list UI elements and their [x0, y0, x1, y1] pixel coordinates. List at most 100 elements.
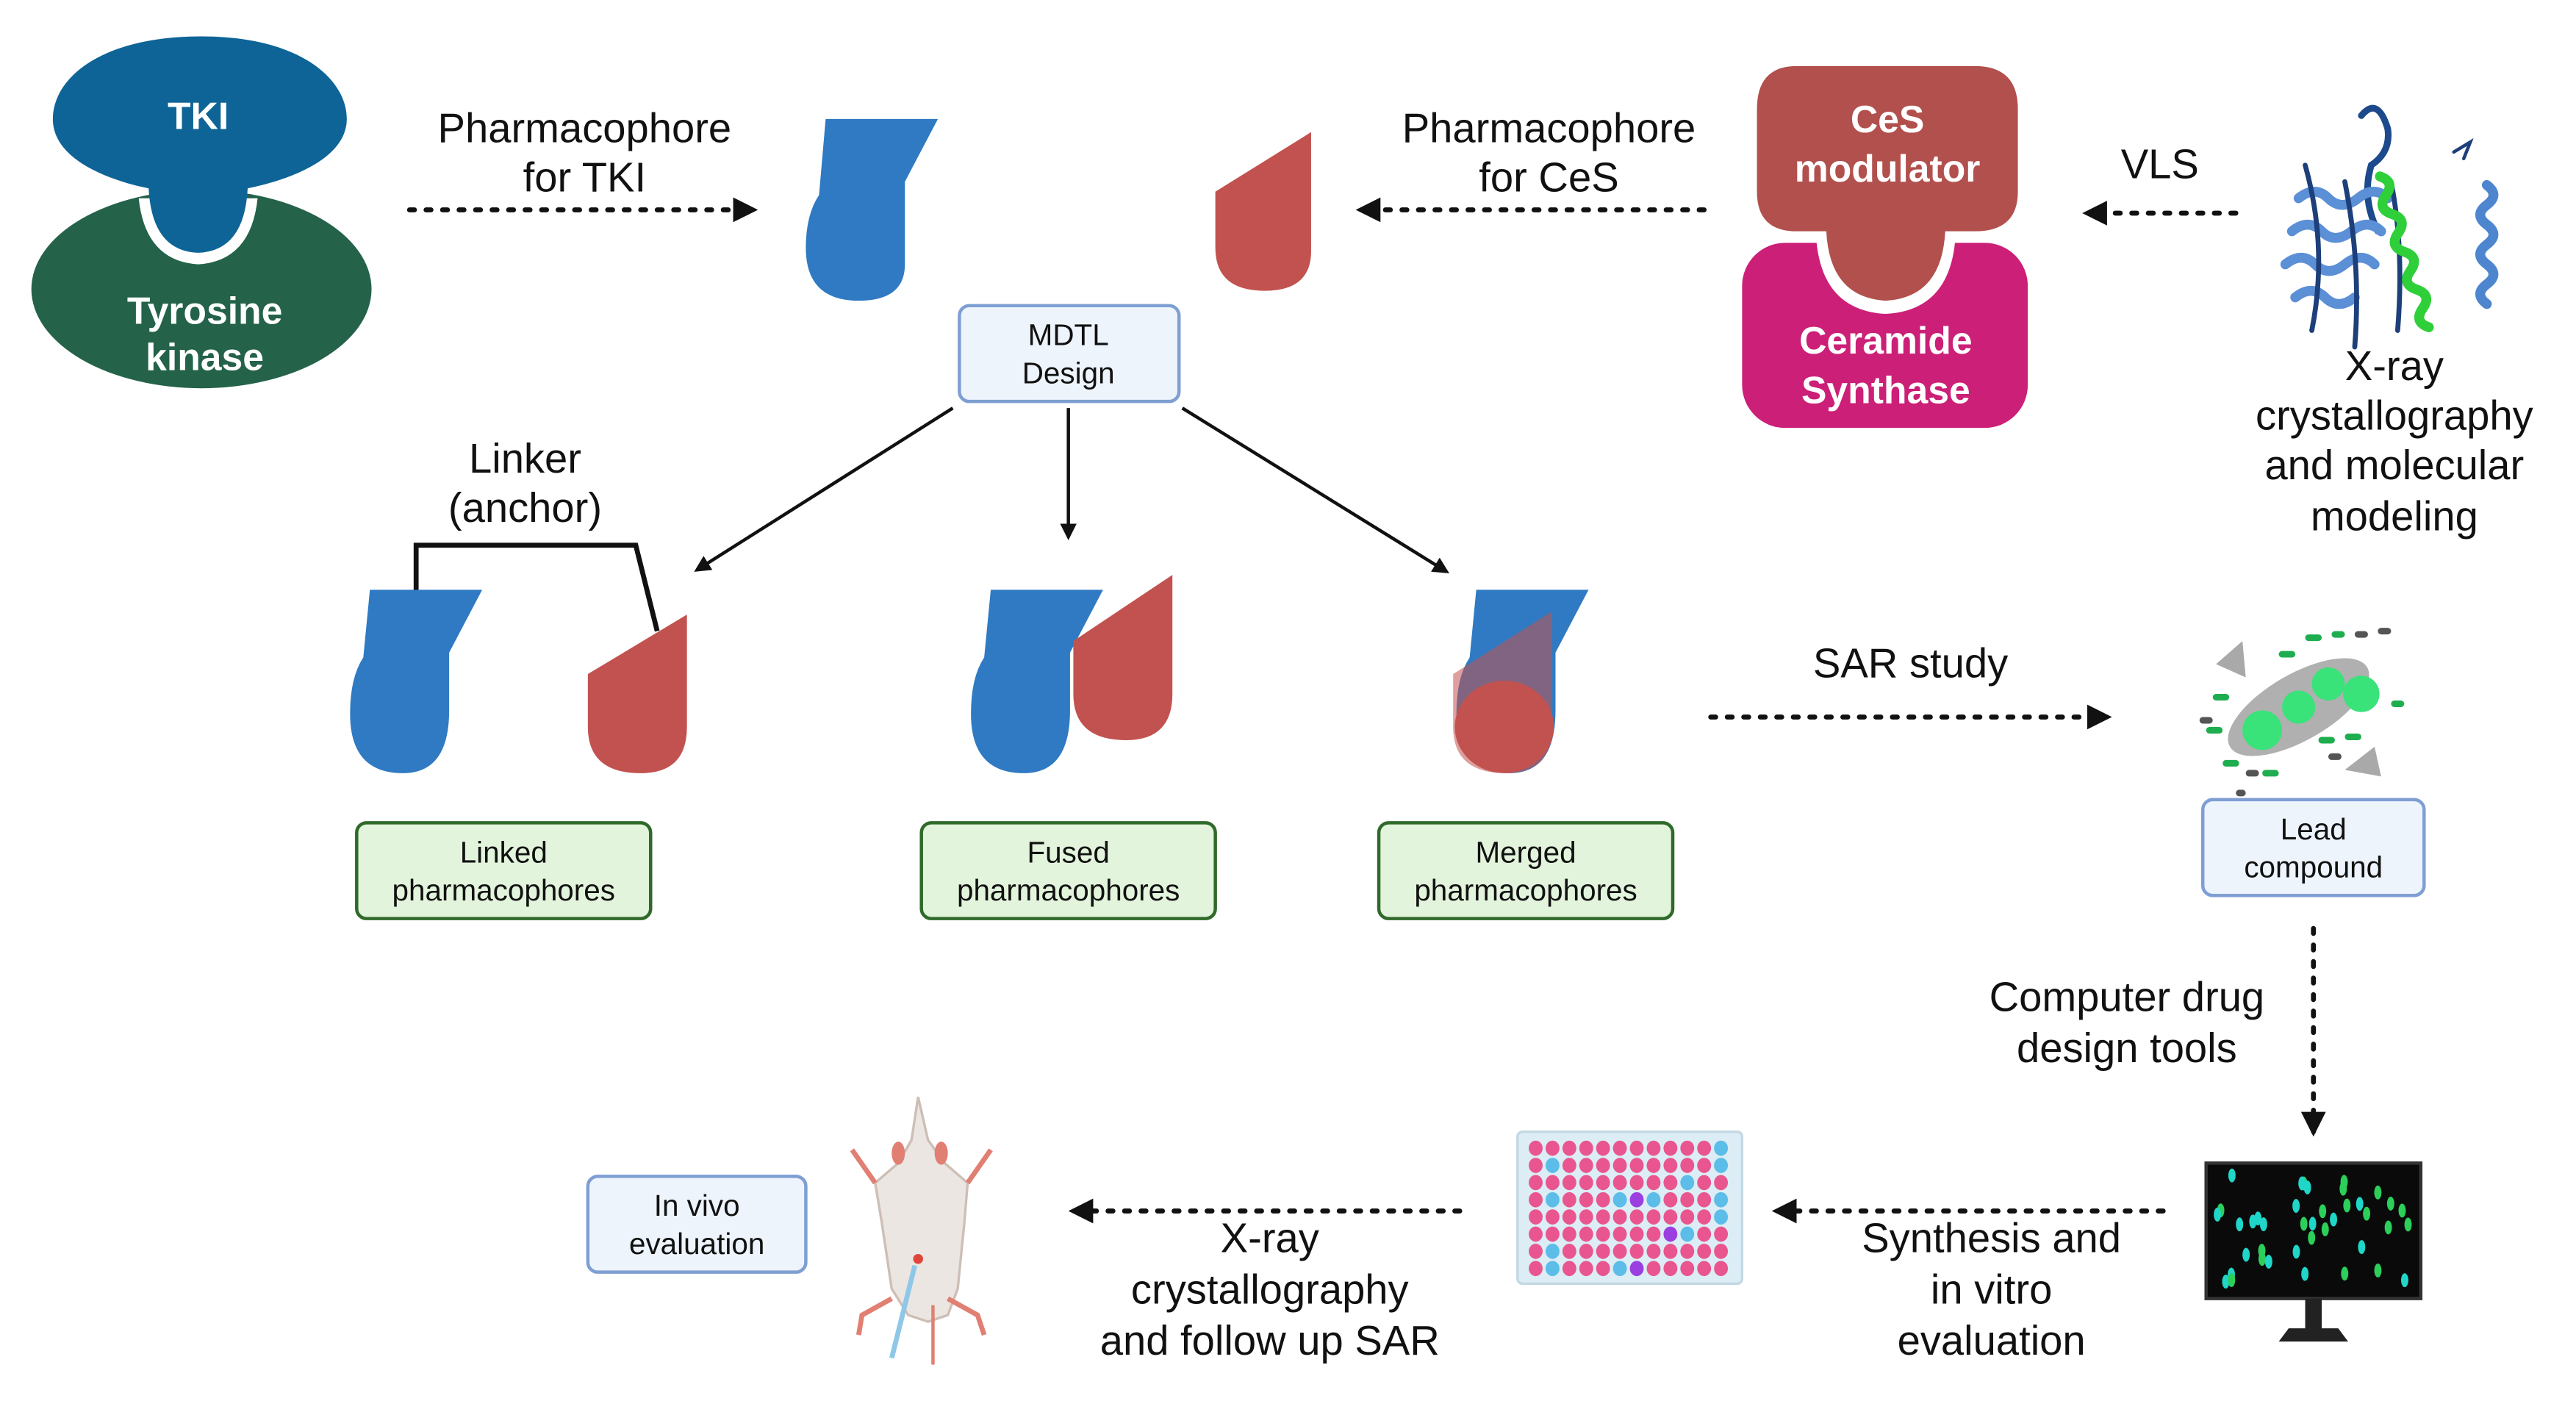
- well: [1714, 1209, 1729, 1225]
- well: [1579, 1261, 1593, 1277]
- well: [1546, 1209, 1560, 1225]
- well: [1596, 1261, 1610, 1277]
- vls-label: VLS: [2121, 141, 2199, 187]
- well: [1596, 1209, 1610, 1225]
- well: [1680, 1226, 1695, 1242]
- merged-label-1: Merged: [1475, 835, 1576, 869]
- cell: [2300, 1217, 2308, 1231]
- strategy-box-fused[interactable]: Fused pharmacophores: [919, 821, 1217, 920]
- compound-label: compound: [2244, 850, 2383, 884]
- cell: [2321, 1222, 2329, 1236]
- computer-tools-label-1: Computer drug: [1990, 974, 2265, 1020]
- merged-pharmacophores-graphic: [1453, 590, 1589, 773]
- well: [1579, 1158, 1593, 1173]
- xray-followup-label-3: and follow up SAR: [1100, 1317, 1440, 1364]
- well: [1629, 1261, 1644, 1277]
- mdtl-label: MDTL: [1028, 318, 1109, 352]
- fused-label-2: pharmacophores: [957, 873, 1180, 907]
- xray-label-3: and molecular: [2264, 442, 2524, 488]
- in-vivo-box[interactable]: In vivo evaluation: [586, 1175, 808, 1274]
- cell: [2236, 1217, 2244, 1232]
- well: [1596, 1158, 1610, 1173]
- well: [1529, 1209, 1543, 1225]
- xray-followup-label-2: crystallography: [1131, 1266, 1409, 1312]
- well: [1562, 1209, 1576, 1225]
- strategy-box-merged[interactable]: Merged pharmacophores: [1377, 821, 1675, 920]
- lead-compound-box[interactable]: Lead compound: [2200, 798, 2426, 897]
- well: [1596, 1226, 1610, 1242]
- ces-modulator-shape: [1757, 65, 2018, 301]
- well: [1646, 1192, 1661, 1208]
- xray-label-2: crystallography: [2256, 392, 2533, 438]
- cell: [2259, 1252, 2266, 1266]
- well: [1546, 1244, 1560, 1259]
- well: [1680, 1192, 1695, 1208]
- well: [1646, 1158, 1661, 1173]
- cell: [2242, 1247, 2250, 1262]
- kinase-label: kinase: [146, 335, 264, 378]
- cell: [2308, 1230, 2316, 1245]
- protein-structure-icon: [2280, 104, 2499, 350]
- well: [1612, 1192, 1627, 1208]
- ceramide-synthase-shape: [1742, 243, 2028, 429]
- well: [1546, 1175, 1560, 1191]
- well: [1629, 1244, 1644, 1259]
- well: [1629, 1226, 1644, 1242]
- cell: [2292, 1244, 2300, 1259]
- well: [1612, 1226, 1627, 1242]
- well: [1663, 1261, 1678, 1277]
- ceramide-label: Ceramide: [1799, 319, 1972, 362]
- cell: [2259, 1217, 2267, 1231]
- well: [1697, 1175, 1712, 1191]
- synthesis-label-2: in vitro: [1931, 1266, 2052, 1312]
- well: [1579, 1175, 1593, 1191]
- well: [1546, 1192, 1560, 1208]
- well: [1546, 1226, 1560, 1242]
- ces-complex: CeS modulator Ceramide Synthase: [1742, 65, 2028, 429]
- design-label: Design: [1022, 356, 1115, 390]
- well: [1562, 1244, 1576, 1259]
- well: [1596, 1192, 1610, 1208]
- cell: [2214, 1207, 2221, 1222]
- well: [1680, 1140, 1695, 1156]
- tki-pharmacophore-shape: [806, 118, 939, 301]
- sar-study-label: SAR study: [1813, 640, 2008, 687]
- xray-followup-label-1: X-ray: [1221, 1215, 1319, 1261]
- well: [1612, 1158, 1627, 1173]
- well: [1697, 1209, 1712, 1225]
- well: [1646, 1226, 1661, 1242]
- well: [1663, 1244, 1678, 1259]
- well: [1562, 1140, 1576, 1156]
- well: [1562, 1192, 1576, 1208]
- well-plate-icon: [1516, 1130, 1744, 1286]
- fused-label-1: Fused: [1027, 835, 1109, 869]
- cell: [2301, 1266, 2309, 1281]
- mdtl-design-box[interactable]: MDTL Design: [958, 304, 1181, 404]
- well: [1612, 1175, 1627, 1191]
- merged-label-2: pharmacophores: [1414, 873, 1637, 907]
- in-vivo-label: In vivo: [654, 1189, 740, 1222]
- well: [1579, 1244, 1593, 1259]
- well: [1680, 1209, 1695, 1225]
- well: [1579, 1226, 1593, 1242]
- well: [1697, 1261, 1712, 1277]
- well: [1629, 1158, 1644, 1173]
- synthase-label: Synthase: [1801, 368, 1970, 411]
- xray-label-1: X-ray: [2345, 343, 2444, 389]
- well: [1646, 1209, 1661, 1225]
- cell: [2264, 1255, 2272, 1269]
- ces-label: CeS: [1851, 98, 1925, 140]
- linker-bracket: [413, 542, 660, 632]
- well: [1579, 1140, 1593, 1156]
- tyrosine-kinase-shape: [31, 190, 372, 389]
- synthesis-label-3: evaluation: [1898, 1317, 2086, 1364]
- cell: [2386, 1196, 2394, 1211]
- well: [1646, 1140, 1661, 1156]
- cell: [2363, 1206, 2371, 1221]
- well: [1529, 1244, 1543, 1259]
- cell: [2319, 1204, 2327, 1219]
- arrow-to-merged: [1181, 406, 1450, 574]
- well: [1562, 1175, 1576, 1191]
- strategy-box-linked[interactable]: Linked pharmacophores: [355, 821, 653, 920]
- cell: [2222, 1275, 2230, 1289]
